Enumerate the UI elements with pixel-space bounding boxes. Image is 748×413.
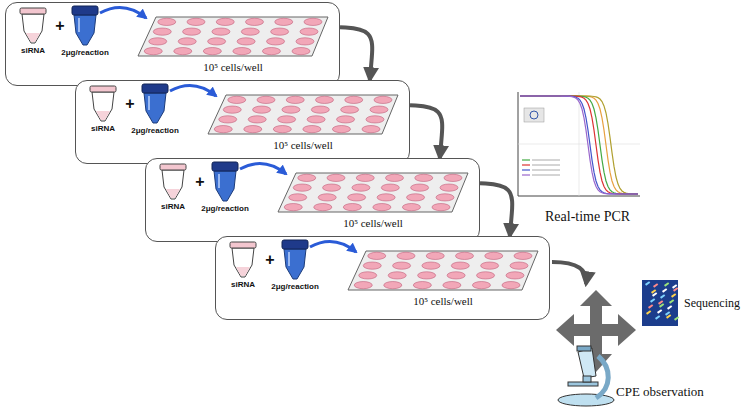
- panel-illustration: [146, 159, 481, 243]
- method-label: Real-time PCR: [545, 209, 630, 225]
- cell-count-label: 10⁵ cells/well: [413, 295, 473, 307]
- tube-label: siRNA: [231, 280, 255, 289]
- legend-line: [522, 174, 530, 175]
- panel-illustration: [76, 81, 411, 165]
- dose-label: 2μg/reaction: [131, 126, 179, 135]
- melt-curve: [520, 96, 638, 194]
- well-plate: [138, 17, 328, 56]
- sequence-mark: [674, 316, 679, 321]
- sequence-mark: [651, 289, 656, 294]
- dose-label: 2μg/reaction: [271, 282, 319, 291]
- sequence-mark: [662, 288, 667, 293]
- transfer-arrow: [100, 8, 146, 18]
- flow-arrow: [410, 105, 442, 158]
- sequence-mark: [646, 310, 651, 315]
- panel-illustration: [216, 237, 551, 321]
- well-plate: [348, 251, 538, 290]
- sequence-mark: [665, 311, 670, 316]
- sequence-mark: [648, 304, 653, 309]
- sequence-mark: [655, 315, 660, 320]
- four-way-arrow: [556, 290, 636, 372]
- sirna-tube: [90, 86, 116, 121]
- melt-curve: [520, 96, 638, 194]
- legend-line: [532, 160, 560, 161]
- reagent-tube: [72, 6, 98, 45]
- melting-chart: [505, 86, 643, 204]
- tube-label: siRNA: [161, 202, 185, 211]
- method-label: Sequencing: [684, 296, 740, 311]
- flow-arrow: [480, 183, 512, 236]
- sequence-mark: [660, 294, 665, 299]
- cell-count-label: 10⁵ cells/well: [343, 217, 403, 229]
- sirna-tube: [20, 8, 46, 43]
- sirna-tube: [230, 242, 256, 277]
- melt-curve: [520, 96, 638, 194]
- sequence-mark: [667, 305, 672, 310]
- reagent-tube: [142, 84, 168, 123]
- transfer-arrow: [240, 164, 286, 174]
- legend-line: [522, 164, 530, 165]
- melt-curve: [520, 96, 638, 194]
- melt-curve: [520, 96, 638, 194]
- plus-sign: +: [195, 173, 204, 191]
- plus-sign: +: [55, 17, 64, 35]
- legend-line: [532, 165, 560, 166]
- legend-line: [522, 169, 530, 170]
- panel-illustration: [6, 3, 341, 87]
- cell-count-label: 10⁵ cells/well: [273, 139, 333, 151]
- cell-count-label: 10⁵ cells/well: [203, 61, 263, 73]
- step-panel: siRNA +2μg/reaction 10⁵ cells/well: [75, 80, 410, 164]
- legend-line: [532, 170, 560, 171]
- well-plate: [208, 95, 398, 134]
- step-panel: siRNA +2μg/reaction 10⁵ cells/well: [5, 2, 340, 86]
- step-panel: siRNA +2μg/reaction 10⁵ cells/well: [145, 158, 480, 242]
- method-label: CPE observation: [616, 384, 704, 400]
- transfer-arrow: [170, 86, 216, 96]
- sequence-mark: [672, 284, 677, 289]
- plus-sign: +: [265, 251, 274, 269]
- reagent-tube: [282, 240, 308, 279]
- sequence-mark: [650, 298, 655, 303]
- step-panel: siRNA +2μg/reaction 10⁵ cells/well: [215, 236, 550, 320]
- reagent-tube: [212, 162, 238, 201]
- microscope-icon: [558, 346, 614, 406]
- sequence-mark: [645, 281, 650, 286]
- melt-curve: [520, 96, 638, 194]
- transfer-arrow: [310, 242, 356, 252]
- dose-label: 2μg/reaction: [201, 204, 249, 213]
- plus-sign: +: [125, 95, 134, 113]
- legend-line: [522, 159, 530, 160]
- sequence-mark: [653, 283, 658, 288]
- sequencing-image: [642, 280, 679, 326]
- sequence-mark: [657, 309, 662, 314]
- dose-label: 2μg/reaction: [61, 48, 109, 57]
- sequence-mark: [669, 299, 674, 304]
- legend-line: [532, 175, 560, 176]
- sequence-mark: [671, 293, 676, 298]
- tube-label: siRNA: [21, 46, 45, 55]
- flow-arrow: [552, 262, 586, 284]
- sequence-mark: [658, 300, 663, 305]
- sirna-tube: [160, 164, 186, 199]
- tube-label: siRNA: [91, 124, 115, 133]
- well-plate: [278, 173, 468, 212]
- flow-arrow: [340, 27, 372, 80]
- sequence-mark: [664, 282, 669, 287]
